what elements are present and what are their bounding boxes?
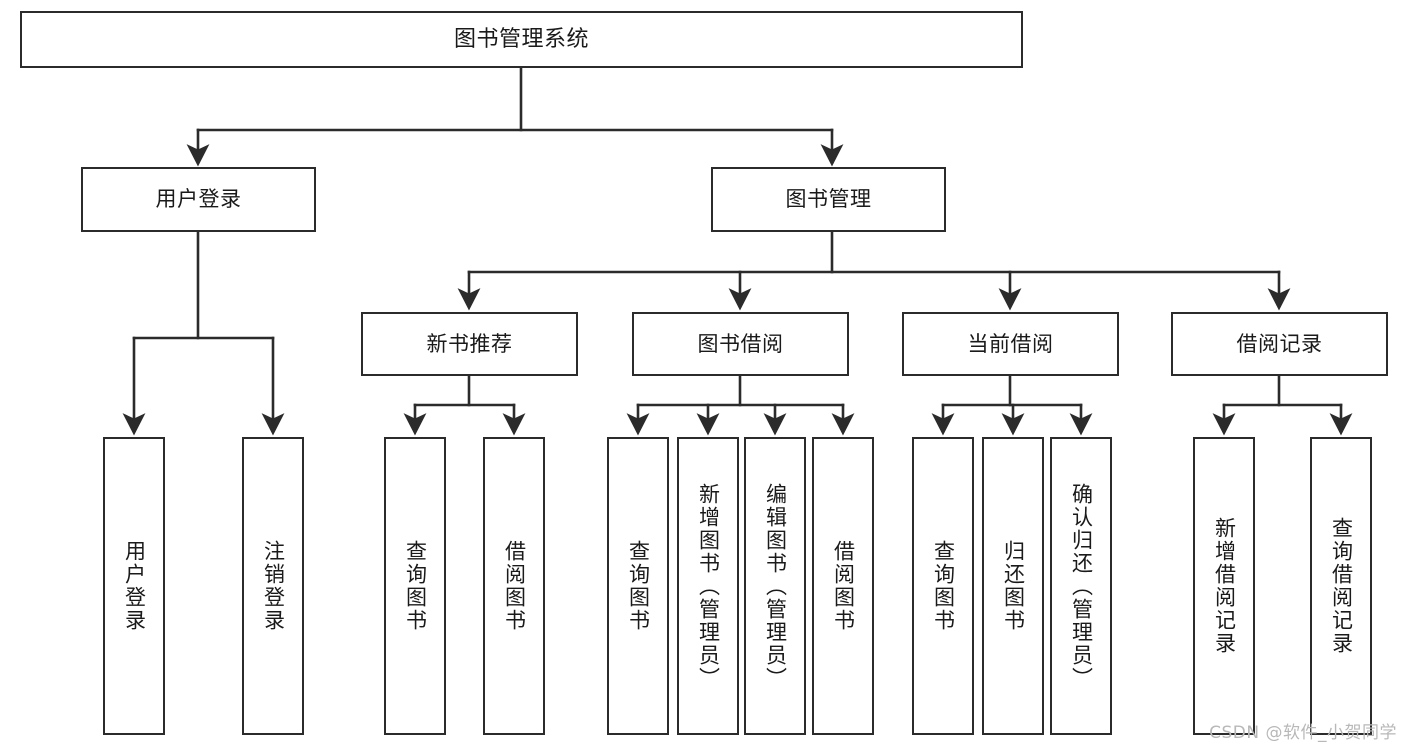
node-label: 注销登录	[261, 540, 286, 632]
node-label: 新增图书（管理员）	[696, 482, 721, 690]
leaf-recommend-borrow-book[interactable]: 借阅图书	[483, 437, 545, 735]
leaf-borrow-borrow-book[interactable]: 借阅图书	[812, 437, 874, 735]
leaf-record-add-record[interactable]: 新增借阅记录	[1193, 437, 1255, 735]
node-label: 新书推荐	[426, 331, 513, 356]
node-label: 借阅图书	[831, 540, 856, 632]
node-label: 新增借阅记录	[1212, 517, 1237, 655]
leaf-current-confirm-return-admin[interactable]: 确认归还（管理员）	[1050, 437, 1112, 735]
node-label: 用户登录	[155, 187, 242, 212]
leaf-user-login-login[interactable]: 用户登录	[103, 437, 165, 735]
node-label: 查询图书	[626, 540, 651, 632]
node-user-login[interactable]: 用户登录	[81, 167, 316, 232]
leaf-borrow-query-book[interactable]: 查询图书	[607, 437, 669, 735]
watermark: CSDN @软件_小贺同学	[1209, 723, 1397, 743]
node-label: 归还图书	[1001, 540, 1026, 632]
node-label: 当前借阅	[967, 331, 1054, 356]
leaf-borrow-add-book-admin[interactable]: 新增图书（管理员）	[677, 437, 739, 735]
leaf-borrow-edit-book-admin[interactable]: 编辑图书（管理员）	[744, 437, 806, 735]
node-label: 图书管理	[785, 187, 872, 212]
leaf-user-login-logout[interactable]: 注销登录	[242, 437, 304, 735]
node-label: 借阅记录	[1236, 331, 1323, 356]
node-label: 查询借阅记录	[1329, 517, 1354, 655]
node-label: 查询图书	[403, 540, 428, 632]
node-label: 借阅图书	[502, 540, 527, 632]
node-book-management[interactable]: 图书管理	[711, 167, 946, 232]
node-label: 查询图书	[931, 540, 956, 632]
node-label: 用户登录	[122, 540, 147, 632]
node-borrow-record[interactable]: 借阅记录	[1171, 312, 1388, 376]
node-book-borrow[interactable]: 图书借阅	[632, 312, 849, 376]
node-label: 图书管理系统	[453, 26, 589, 52]
leaf-record-query-record[interactable]: 查询借阅记录	[1310, 437, 1372, 735]
node-current-borrow[interactable]: 当前借阅	[902, 312, 1119, 376]
leaf-current-return-book[interactable]: 归还图书	[982, 437, 1044, 735]
node-label: 编辑图书（管理员）	[763, 482, 788, 690]
node-label: 确认归还（管理员）	[1069, 482, 1094, 690]
node-root-system[interactable]: 图书管理系统	[20, 11, 1023, 68]
node-new-book-recommend[interactable]: 新书推荐	[361, 312, 578, 376]
leaf-current-query-book[interactable]: 查询图书	[912, 437, 974, 735]
node-label: 图书借阅	[697, 331, 784, 356]
leaf-recommend-query-book[interactable]: 查询图书	[384, 437, 446, 735]
